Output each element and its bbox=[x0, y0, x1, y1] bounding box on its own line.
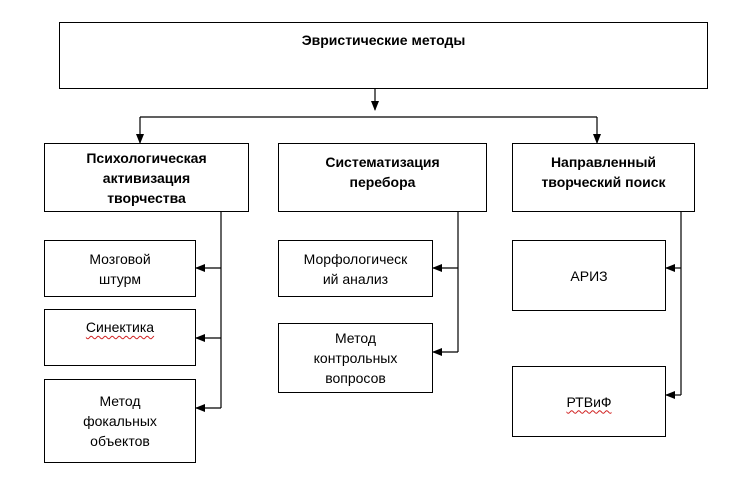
method-box-morphological: Морфологическ ий анализ bbox=[278, 240, 433, 297]
method-box-control-questions: Метод контрольных вопросов bbox=[278, 323, 433, 393]
category-label: Направленный творческий поиск bbox=[541, 154, 666, 190]
method-label: РТВиФ bbox=[566, 393, 612, 410]
root-label: Эвристические методы bbox=[301, 32, 466, 48]
method-label: АРИЗ bbox=[570, 267, 608, 284]
method-label: Метод фокальных объектов bbox=[83, 393, 157, 449]
method-box-brainstorm: Мозговой штурм bbox=[44, 240, 196, 297]
method-label: Метод контрольных вопросов bbox=[313, 330, 398, 386]
category-box-systematization: Систематизация перебора bbox=[278, 143, 487, 212]
root-box: Эвристические методы bbox=[59, 22, 708, 89]
category-label: Психологическая активизация творчества bbox=[86, 149, 207, 206]
category-box-psychological: Психологическая активизация творчества bbox=[44, 143, 249, 212]
method-box-focal-objects: Метод фокальных объектов bbox=[44, 379, 196, 463]
category-box-directed-search: Направленный творческий поиск bbox=[512, 143, 695, 212]
category-label: Систематизация перебора bbox=[325, 154, 440, 190]
method-box-ariz: АРИЗ bbox=[512, 240, 666, 311]
method-box-synectics: Синектика bbox=[44, 309, 196, 366]
method-label: Мозговой штурм bbox=[89, 250, 151, 287]
method-label: Морфологическ ий анализ bbox=[303, 250, 408, 287]
method-box-rtvif: РТВиФ bbox=[512, 366, 666, 437]
method-label: Синектика bbox=[85, 319, 155, 335]
